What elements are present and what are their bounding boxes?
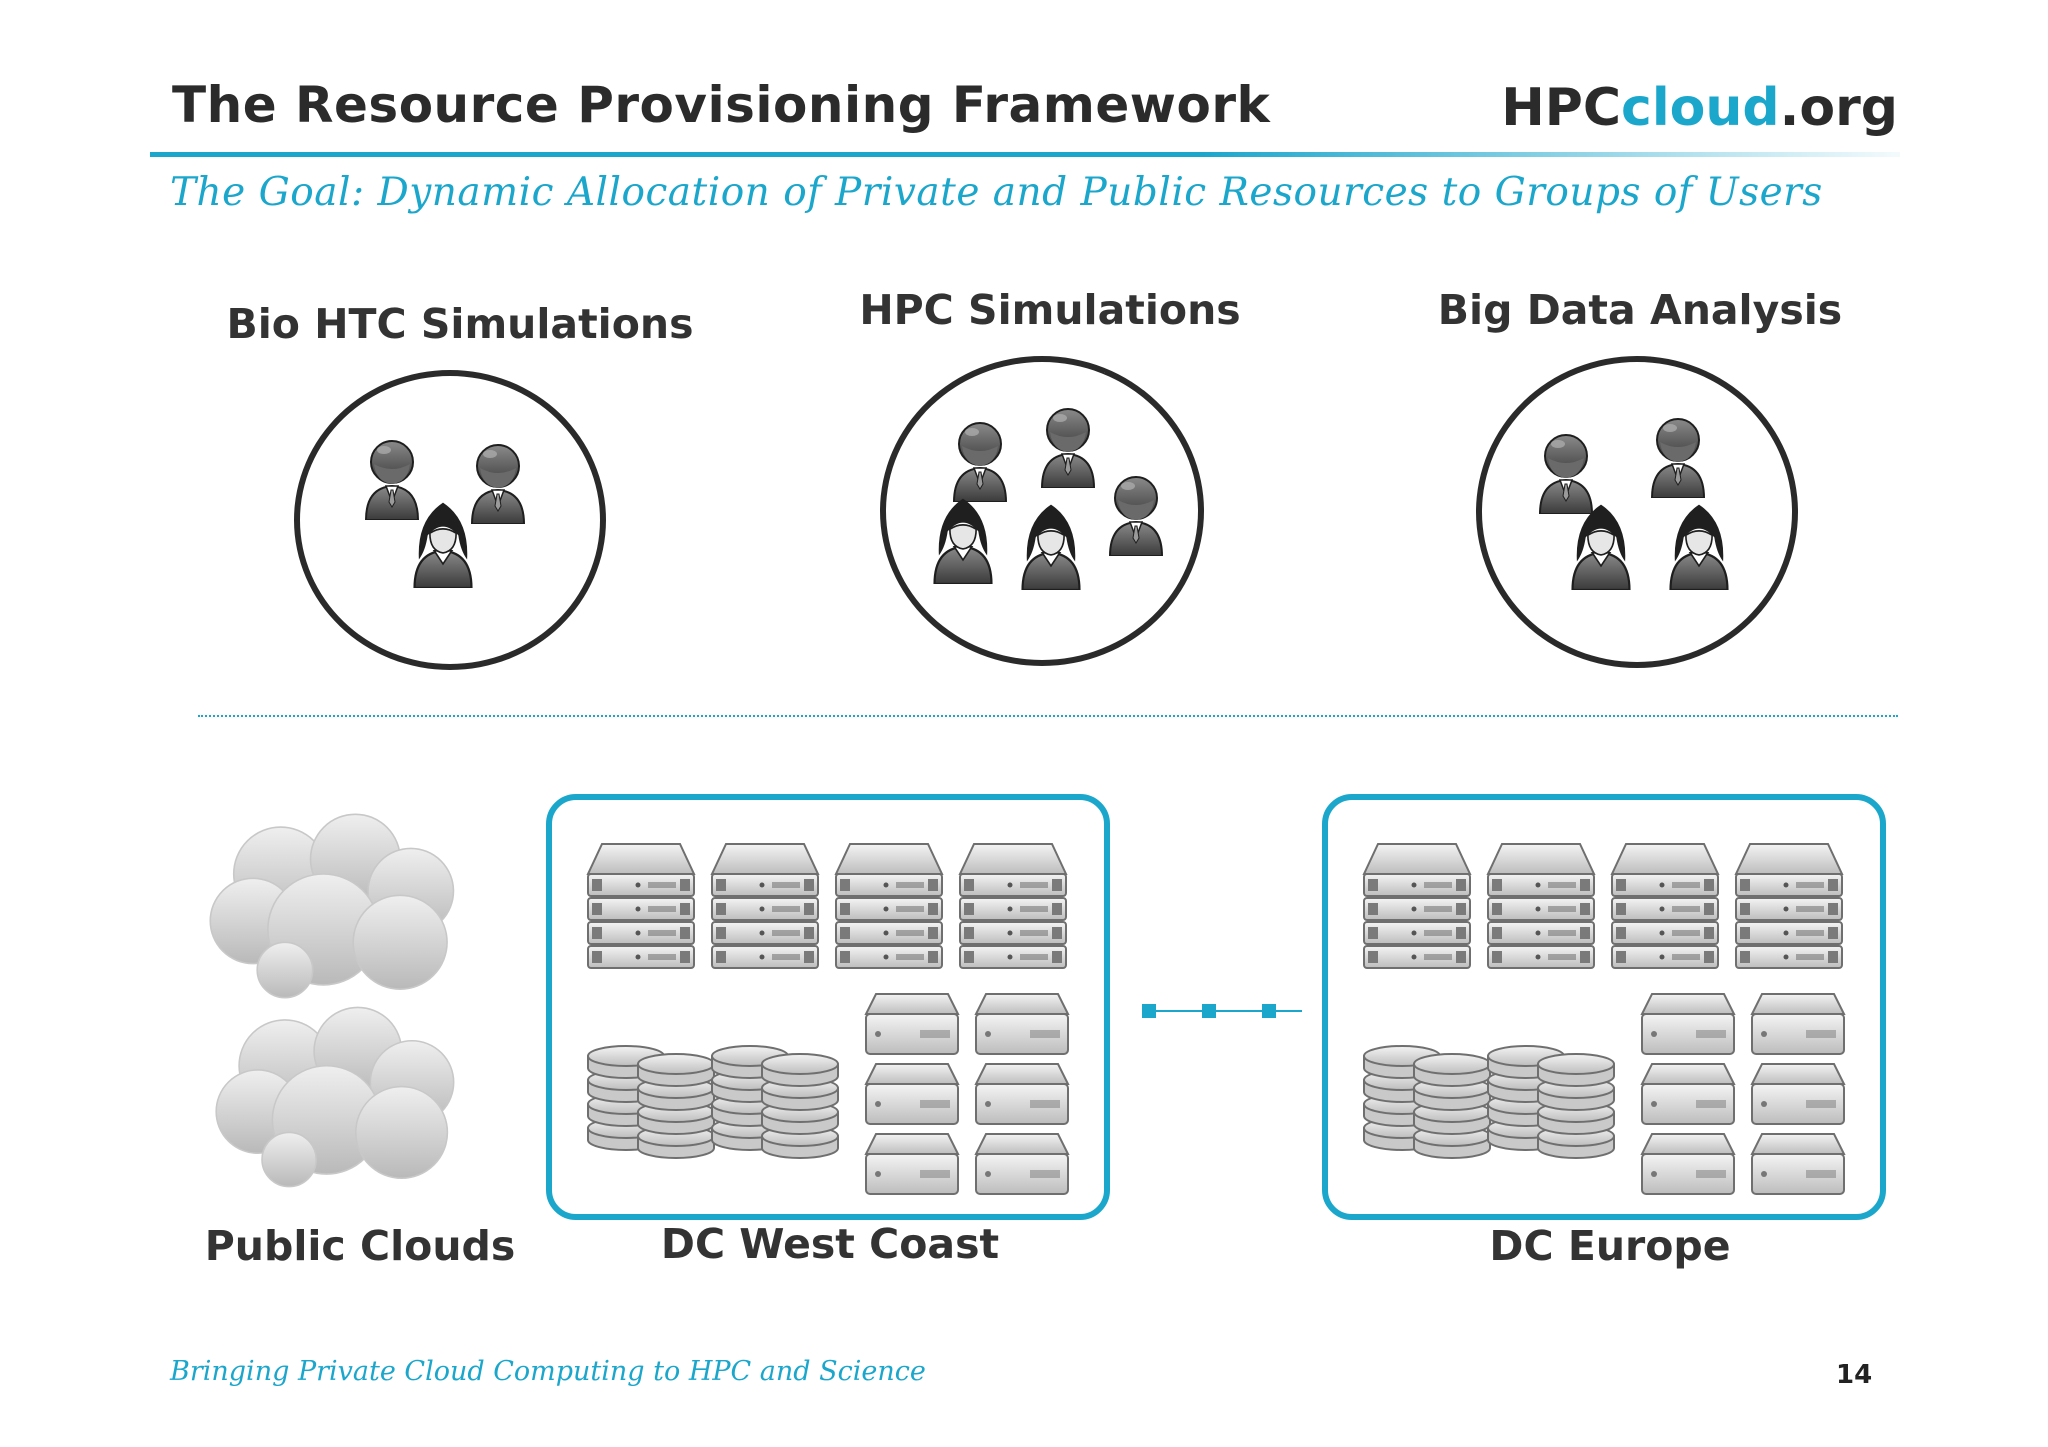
connector-node <box>1202 1004 1216 1018</box>
brand-logo: HPCcloud.org <box>1501 78 1898 138</box>
datacenter-box-west-coast <box>546 794 1110 1220</box>
database-icon <box>636 1040 716 1160</box>
storage-drive-icon <box>974 992 1070 1058</box>
user-icon <box>1104 372 1105 373</box>
user-icon <box>1018 498 1084 590</box>
database-icon <box>1412 1040 1492 1160</box>
user-icon <box>1568 498 1634 590</box>
brand-prefix: HPC <box>1501 78 1622 138</box>
brand-suffix: .org <box>1779 78 1898 138</box>
footer-tagline: Bringing Private Cloud Computing to HPC … <box>170 1356 926 1387</box>
server-icon <box>834 840 944 970</box>
storage-drive-icon <box>864 992 960 1058</box>
connector-line <box>1146 1010 1302 1012</box>
storage-drive-icon <box>1640 992 1736 1058</box>
storage-drive-icon <box>1640 1062 1736 1128</box>
group-label-big-data: Big Data Analysis <box>1437 286 1843 334</box>
server-icon <box>710 840 820 970</box>
page-number: 14 <box>1836 1360 1873 1390</box>
storage-drive-icon <box>1640 1132 1736 1198</box>
group-circle-bio-htc <box>294 370 606 670</box>
user-icon <box>1038 404 1098 488</box>
database-icon <box>1536 1040 1616 1160</box>
storage-drive-icon <box>1750 1132 1846 1198</box>
server-icon <box>958 840 1068 970</box>
datacenter-label-west-coast: DC West Coast <box>660 1220 1000 1268</box>
user-icon <box>930 492 996 584</box>
storage-drive-icon <box>1750 1062 1846 1128</box>
server-icon <box>1362 840 1472 970</box>
datacenter-label-europe: DC Europe <box>1489 1222 1731 1270</box>
storage-drive-icon <box>1750 992 1846 1058</box>
slide-title: The Resource Provisioning Framework <box>172 76 1271 134</box>
server-icon <box>1610 840 1720 970</box>
user-icon <box>1106 472 1166 556</box>
user-icon <box>410 496 476 588</box>
user-icon <box>950 418 1010 502</box>
user-icon <box>1648 414 1708 498</box>
database-icon <box>760 1040 840 1160</box>
group-circle-big-data <box>1476 356 1798 668</box>
goal-subtitle: The Goal: Dynamic Allocation of Private … <box>170 170 1823 215</box>
storage-drive-icon <box>974 1062 1070 1128</box>
group-label-bio-htc: Bio HTC Simulations <box>226 300 694 348</box>
user-icon <box>1666 498 1732 590</box>
header-rule <box>150 152 1900 157</box>
connector-node <box>1142 1004 1156 1018</box>
storage-drive-icon <box>864 1062 960 1128</box>
server-icon <box>1734 840 1844 970</box>
storage-drive-icon <box>864 1132 960 1198</box>
server-icon <box>1486 840 1596 970</box>
group-label-hpc: HPC Simulations <box>859 286 1241 334</box>
brand-highlight: cloud <box>1621 78 1780 138</box>
public-clouds-label: Public Clouds <box>204 1222 516 1270</box>
server-icon <box>586 840 696 970</box>
cloud-icon <box>212 1002 462 1192</box>
storage-drive-icon <box>974 1132 1070 1198</box>
section-divider <box>198 715 1898 717</box>
user-icon <box>468 440 528 524</box>
connector-node <box>1262 1004 1276 1018</box>
datacenter-box-europe <box>1322 794 1886 1220</box>
cloud-icon <box>206 810 462 1002</box>
group-circle-hpc <box>880 356 1204 666</box>
